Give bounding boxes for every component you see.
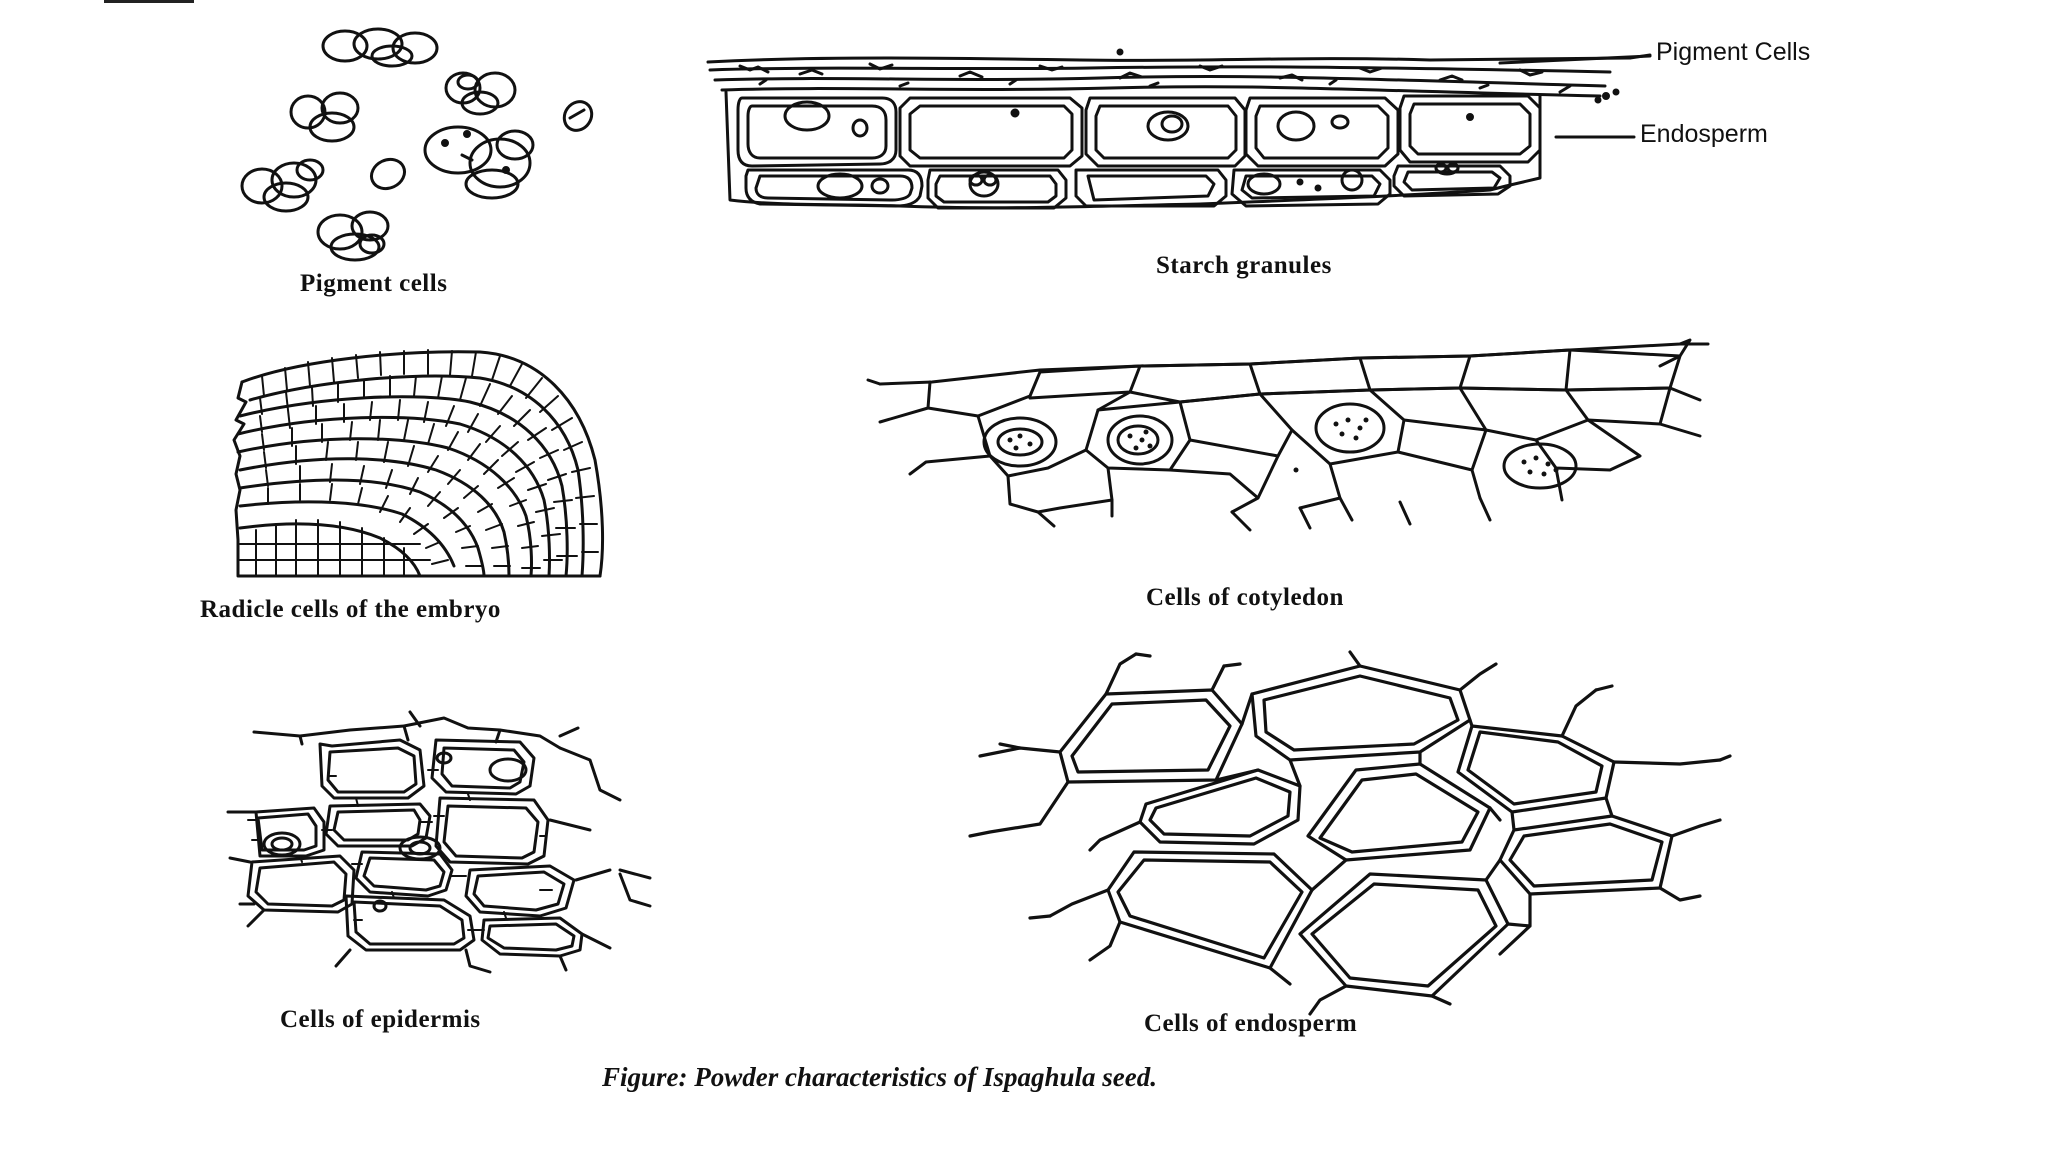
starch-granules-drawing	[708, 50, 1650, 208]
starch-granules-caption: Starch granules	[1156, 252, 1332, 279]
epidermis-drawing	[228, 712, 650, 972]
cotyledon-caption: Cells of cotyledon	[1146, 584, 1344, 611]
endosperm-callout: Endosperm	[1640, 120, 1768, 148]
pigment-cells-callout: Pigment Cells	[1656, 38, 1811, 66]
endosperm-drawing	[970, 652, 1730, 1014]
pigment-cells-caption: Pigment cells	[300, 270, 448, 297]
corner-mark	[104, 0, 194, 3]
cotyledon-drawing	[868, 340, 1708, 530]
epidermis-caption: Cells of epidermis	[280, 1006, 481, 1033]
endosperm-caption: Cells of endosperm	[1144, 1010, 1358, 1037]
radicle-drawing	[234, 350, 603, 576]
pigment-cells-drawing	[242, 29, 597, 260]
radicle-caption: Radicle cells of the embryo	[200, 596, 501, 623]
figure-caption: Figure: Powder characteristics of Ispagh…	[602, 1062, 1158, 1092]
